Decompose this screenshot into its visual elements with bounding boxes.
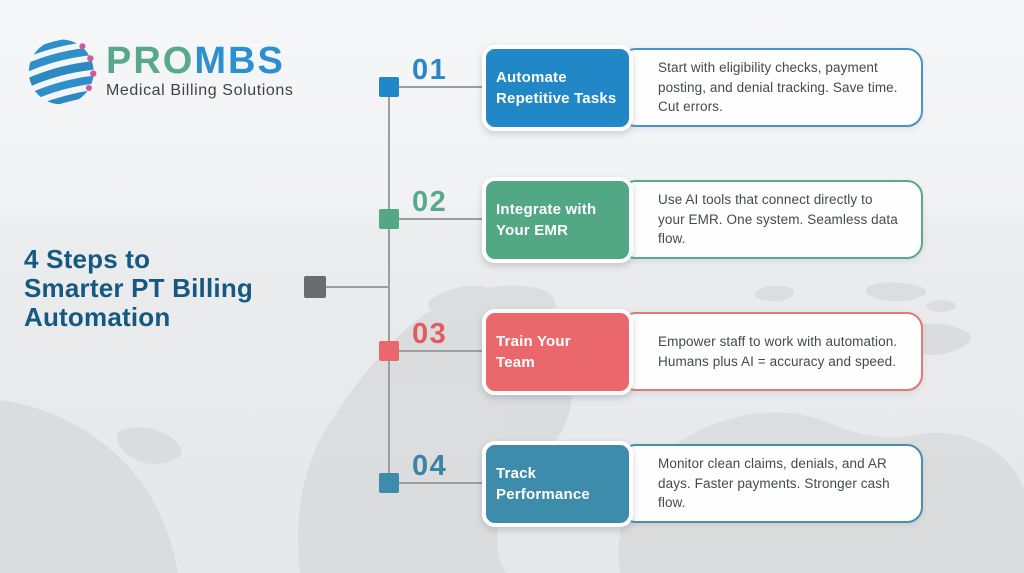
brand-tagline: Medical Billing Solutions: [106, 81, 294, 99]
step-description: Monitor clean claims, denials, and AR da…: [658, 456, 890, 511]
step-description: Start with eligibility checks, payment p…: [658, 60, 898, 115]
step-label-line-2: Your EMR: [496, 222, 569, 239]
step-label-card: Automate Repetitive Tasks: [482, 45, 633, 131]
brand-name-mbs: MBS: [194, 39, 285, 82]
step-label-line-1: Automate: [496, 69, 567, 86]
step-row-1: 01 Start with eligibility checks, paymen…: [0, 45, 1024, 131]
step-label-line-1: Integrate with: [496, 201, 597, 218]
step-description-card: Use AI tools that connect directly to yo…: [620, 180, 923, 259]
step-label-line-1: Train Your: [496, 333, 571, 350]
connector-line: [389, 350, 483, 352]
step-description-card: Start with eligibility checks, payment p…: [620, 48, 923, 127]
step-description: Use AI tools that connect directly to yo…: [658, 192, 898, 247]
step-label-card: Train Your Team: [482, 309, 633, 395]
title-connector-line: [326, 286, 389, 288]
timeline-node: [379, 341, 399, 361]
step-row-4: 04 Monitor clean claims, denials, and AR…: [0, 441, 1024, 527]
timeline-node: [379, 77, 399, 97]
timeline-node: [379, 209, 399, 229]
step-number: 03: [412, 318, 448, 350]
page-title-line-3: Automation: [24, 302, 171, 332]
page-title-line-2: Smarter PT Billing: [24, 273, 253, 303]
brand-name: PROMBS: [106, 41, 294, 81]
page-title: 4 Steps to Smarter PT Billing Automation: [24, 245, 253, 332]
connector-line: [389, 218, 483, 220]
brand-name-pro: PRO: [106, 39, 195, 82]
step-row-2: 02 Use AI tools that connect directly to…: [0, 177, 1024, 263]
step-label-card: Integrate with Your EMR: [482, 177, 633, 263]
globe-icon: [26, 34, 100, 106]
step-description: Empower staff to work with automation. H…: [658, 334, 898, 369]
page-title-line-1: 4 Steps to: [24, 244, 151, 274]
step-number: 01: [412, 54, 448, 86]
step-number: 02: [412, 186, 448, 218]
logo: PROMBS Medical Billing Solutions: [26, 34, 294, 106]
step-number: 04: [412, 450, 448, 482]
step-description-card: Empower staff to work with automation. H…: [620, 312, 923, 391]
connector-line: [389, 86, 483, 88]
timeline-node: [379, 473, 399, 493]
step-label-card: Track Performance: [482, 441, 633, 527]
step-label-line-2: Team: [496, 354, 535, 371]
connector-line: [389, 482, 483, 484]
title-timeline-node: [304, 276, 326, 298]
timeline-vertical-line: [388, 87, 390, 483]
step-description-card: Monitor clean claims, denials, and AR da…: [620, 444, 923, 523]
step-label-line-2: Performance: [496, 486, 590, 503]
step-row-3: 03 Empower staff to work with automation…: [0, 309, 1024, 395]
step-label-line-2: Repetitive Tasks: [496, 90, 617, 107]
step-label-line-1: Track: [496, 465, 537, 482]
